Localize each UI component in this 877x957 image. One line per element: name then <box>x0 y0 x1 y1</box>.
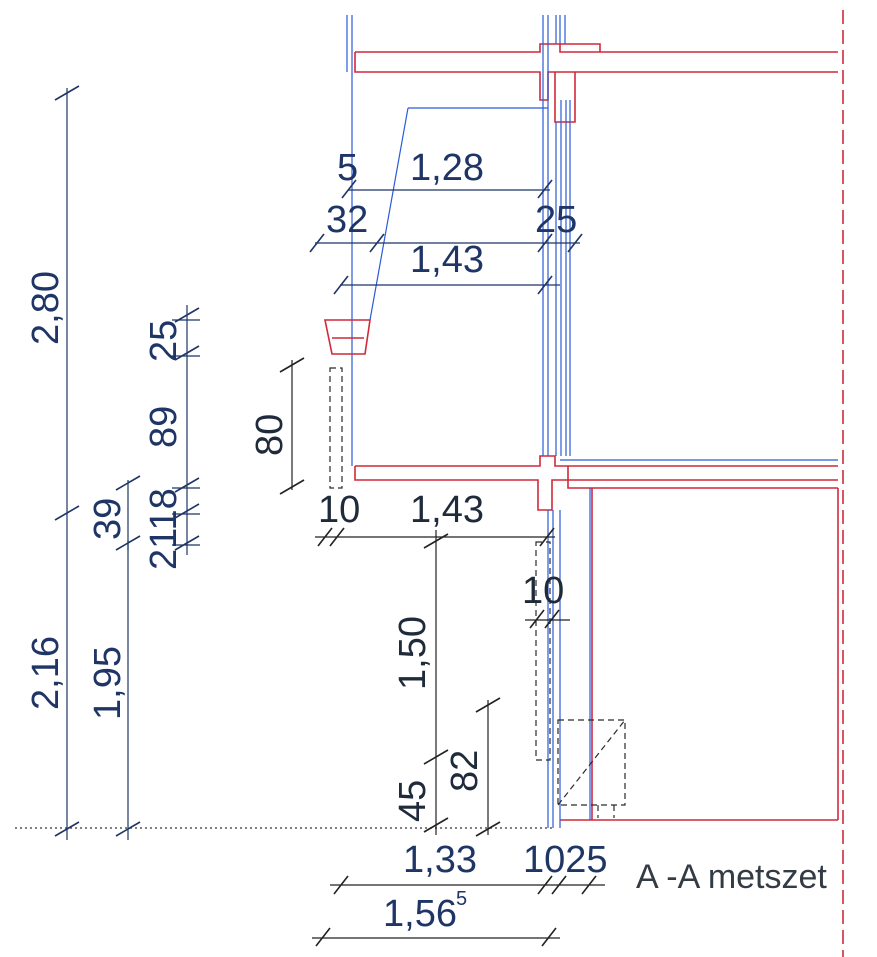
dim-128: 1,28 <box>410 147 484 189</box>
dim-inner-height: 1,95 <box>87 646 129 720</box>
dim-133: 1,33 <box>403 839 477 881</box>
dim-10-right: 10 <box>522 570 564 612</box>
wall-lines <box>346 15 838 828</box>
dashed-elements <box>329 367 626 818</box>
dim-32: 32 <box>326 199 368 241</box>
dim-10-left: 10 <box>318 489 360 531</box>
dim-143-mid: 1,43 <box>410 489 484 531</box>
dim-156-superscript: 5 <box>456 888 467 910</box>
gutter <box>324 319 371 355</box>
dim-150: 1,50 <box>392 616 434 690</box>
dim-143-top: 1,43 <box>410 239 484 281</box>
upper-slab <box>354 43 838 123</box>
dim-total-height: 2,80 <box>25 271 67 345</box>
dim-5: 5 <box>337 147 358 189</box>
dim-156: 1,56 <box>383 893 457 935</box>
section-title: A -A metszet <box>636 858 827 896</box>
dim-lower-height: 2,16 <box>25 636 67 710</box>
dim-45: 45 <box>392 780 434 822</box>
dim-80: 80 <box>249 414 291 456</box>
dimension-lines <box>54 85 605 947</box>
dim-39: 39 <box>87 498 129 540</box>
dim-82: 82 <box>444 750 486 792</box>
lower-slab <box>354 455 839 821</box>
dim-1025: 1025 <box>523 839 608 881</box>
canopy-line <box>369 107 548 321</box>
dim-25-left: 25 <box>143 320 185 362</box>
dim-89: 89 <box>143 406 185 448</box>
dim-2118: 2118 <box>143 488 185 570</box>
dim-25-top: 25 <box>535 199 577 241</box>
